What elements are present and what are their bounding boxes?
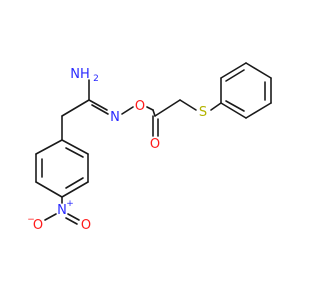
nitro-n-label: N — [57, 203, 67, 218]
ring2-bond-e — [245, 102, 272, 119]
ring1-bond-d — [35, 181, 63, 198]
bond-c-ch2 — [61, 99, 90, 117]
bonds — [35, 62, 272, 225]
bond-nitro-o-left — [44, 213, 57, 221]
nitro-o-label: O — [81, 218, 91, 233]
ring1-inner-b — [65, 177, 84, 189]
ring1-inner-a — [65, 147, 84, 158]
bond-ch2-s — [179, 99, 197, 111]
bond-carbonyl-ch2 — [154, 99, 181, 117]
ring2-bond-f — [220, 102, 247, 119]
nitro-o-minus-charge: − — [27, 215, 35, 225]
molecule-structure-diagram: NH 2 N O O S N + O − O — [27, 62, 272, 233]
bond-o-carbonyl-b — [152, 109, 156, 117]
bond-nitro-o-right-2 — [65, 217, 78, 225]
ring2-inner-a — [225, 69, 245, 82]
ring2-inner-c — [225, 100, 245, 112]
bond-c-n-imine-2 — [91, 104, 109, 115]
nitro-o-minus-label: O — [33, 218, 43, 233]
bond-o-carbonyl — [146, 106, 154, 111]
nitro-n-charge: + — [66, 199, 74, 209]
ring1-bond-c — [61, 181, 89, 198]
ring2-bond-c — [245, 62, 272, 79]
carbonyl-o-label: O — [150, 137, 160, 152]
amine-h-subscript: 2 — [93, 74, 99, 84]
sulfur-label: S — [199, 105, 207, 120]
atom-labels: NH 2 N O O S N + O − O — [27, 67, 207, 233]
imine-n-label: N — [110, 110, 120, 125]
bond-s-phenyl — [210, 102, 222, 111]
ring1-bond-f — [35, 139, 63, 155]
bond-c-n-imine-1 — [88, 99, 108, 111]
ring1-bond-a — [61, 139, 89, 155]
bond-nitro-o-right-1 — [67, 213, 80, 221]
oxime-o-label: O — [135, 99, 145, 114]
ring2-bond-b — [220, 62, 247, 79]
bond-n-o — [121, 106, 134, 115]
amine-nh-label: NH — [70, 67, 90, 82]
